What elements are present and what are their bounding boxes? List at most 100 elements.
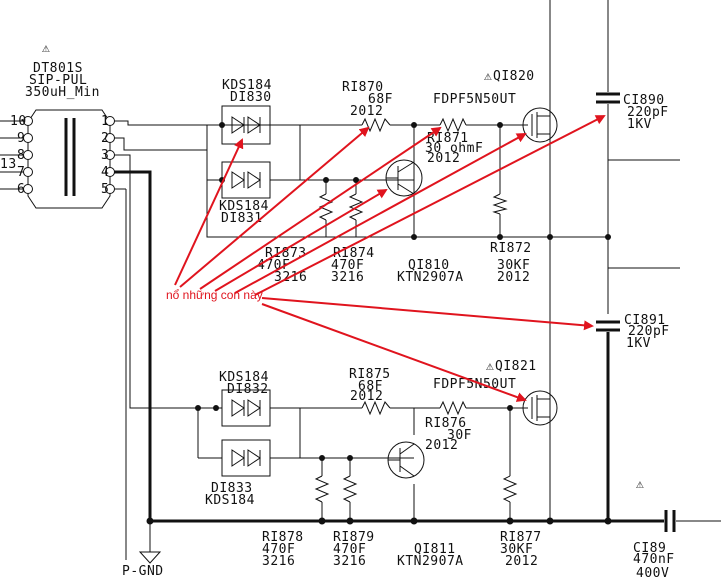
qi811-part: KTN2907A <box>397 554 464 569</box>
qi821-ref: QI821 <box>495 359 537 374</box>
resistor-ri877 <box>502 475 518 503</box>
ri875-size: 2012 <box>350 389 383 404</box>
ci890-rating: 1KV <box>627 117 652 132</box>
ri871-size: 2012 <box>427 151 460 166</box>
pin-label-7: 7 <box>17 165 25 180</box>
di831-part: KDS184 <box>219 199 269 214</box>
pin-label-1: 1 <box>101 114 109 129</box>
side-net-label: 13 <box>0 157 17 172</box>
ci89-rating: 400V <box>636 566 669 579</box>
transformer-type: SIP-PUL <box>29 73 87 88</box>
qi820-ref: QI820 <box>493 69 535 84</box>
di832-ref: DI832 <box>227 382 269 397</box>
resistor-ri875 <box>361 400 391 416</box>
capacitor-ci890 <box>596 92 620 104</box>
pin-label-6: 6 <box>17 182 25 197</box>
qi810-part: KTN2907A <box>397 270 464 285</box>
di833-part: KDS184 <box>205 493 255 508</box>
arrow-to-ci890 <box>254 115 606 296</box>
mosfet-qi820 <box>522 107 558 143</box>
ri877-size: 2012 <box>505 554 538 569</box>
transistor-qi811 <box>387 441 425 479</box>
ci890-value: 220pF <box>627 105 669 120</box>
resistor-ri873 <box>318 193 334 221</box>
pin-label-5: 5 <box>101 182 109 197</box>
resistor-ri879 <box>342 475 358 503</box>
junction-dots <box>146 122 612 525</box>
transformer-left-pins <box>0 116 33 194</box>
ri878-size: 3216 <box>262 554 295 569</box>
ri870-value: 68F <box>368 92 393 107</box>
diode-di831 <box>221 161 271 199</box>
annotation-arrows: nổ những con này <box>166 115 606 402</box>
di833-ref: DI833 <box>211 481 253 496</box>
resistor-ri871 <box>439 117 467 133</box>
pin-label-2: 2 <box>101 131 109 146</box>
ci891-ref: CI891 <box>624 313 666 328</box>
arrow-to-ri870 <box>179 126 370 288</box>
resistor-ri870 <box>361 117 391 133</box>
ci89-value: 470nF <box>633 552 675 567</box>
arrow-to-ci891 <box>261 297 594 331</box>
ri872-ref: RI872 <box>490 241 532 256</box>
ri872-size: 2012 <box>497 270 530 285</box>
ri879-value: 470F <box>333 542 366 557</box>
ri879-size: 3216 <box>333 554 366 569</box>
ri877-value: 30KF <box>500 542 533 557</box>
ri878-value: 470F <box>262 542 295 557</box>
transformer-right-pins <box>105 116 115 194</box>
resistor-ri874 <box>348 193 364 221</box>
qi821-part: FDPF5N50UT <box>433 377 516 392</box>
ci891-value: 220pF <box>628 324 670 339</box>
di830-ref: DI830 <box>230 90 272 105</box>
pin-label-3: 3 <box>101 148 109 163</box>
qi821-warning-icon: ⚠ <box>486 359 494 374</box>
pin-label-8: 8 <box>17 148 25 163</box>
qi820-part: FDPF5N50UT <box>433 92 516 107</box>
capacitor-ci89 <box>664 510 676 532</box>
ci89-warning-icon: ⚠ <box>636 477 644 492</box>
qi811-ref: QI811 <box>414 542 456 557</box>
resistor-ri878 <box>314 475 330 503</box>
annotation-text: nổ những con này <box>166 288 263 302</box>
ri874-size: 3216 <box>331 270 364 285</box>
diode-di833 <box>221 439 271 477</box>
qi810-ref: QI810 <box>408 258 450 273</box>
resistor-ri872 <box>492 193 508 215</box>
ri876-ref: RI876 <box>425 416 467 431</box>
ri878-ref: RI878 <box>262 530 304 545</box>
diode-di830 <box>221 105 271 145</box>
arrow-to-ri871 <box>199 126 442 290</box>
ri870-size: 2012 <box>350 104 383 119</box>
pin-label-10: 10 <box>10 114 27 129</box>
transformer-dt801s: 10 9 8 7 6 1 2 3 4 5 13 DT801S SIP-PUL 3… <box>0 41 115 209</box>
arrow-to-qi810 <box>214 188 388 292</box>
transformer-designator: DT801S <box>33 61 83 76</box>
pin-label-9: 9 <box>17 131 25 146</box>
di831-ref: DI831 <box>221 211 263 226</box>
di830-part: KDS184 <box>222 78 272 93</box>
arrow-to-di830 <box>174 138 244 286</box>
warning-icon: ⚠ <box>42 41 50 56</box>
ri876-size: 2012 <box>425 438 458 453</box>
wiring <box>114 0 721 564</box>
di832-part: KDS184 <box>219 370 269 385</box>
transistor-qi810 <box>385 159 423 197</box>
ri872-value: 30KF <box>497 258 530 273</box>
mosfet-qi821 <box>522 390 558 426</box>
ground-label: P-GND <box>122 564 164 579</box>
capacitor-ci891 <box>596 320 620 332</box>
ri876-value: 30F <box>447 428 472 443</box>
ri879-ref: RI879 <box>333 530 375 545</box>
ri874-value: 470F <box>331 258 364 273</box>
ri870-ref: RI870 <box>342 80 384 95</box>
ci891-rating: 1KV <box>626 336 651 351</box>
ci890-ref: CI890 <box>623 93 665 108</box>
ri877-ref: RI877 <box>500 530 542 545</box>
pin-label-4: 4 <box>101 165 109 180</box>
ri875-ref: RI875 <box>349 367 391 382</box>
ri871-value: 30 ohmF <box>425 141 483 156</box>
arrow-to-qi821 <box>261 303 527 402</box>
